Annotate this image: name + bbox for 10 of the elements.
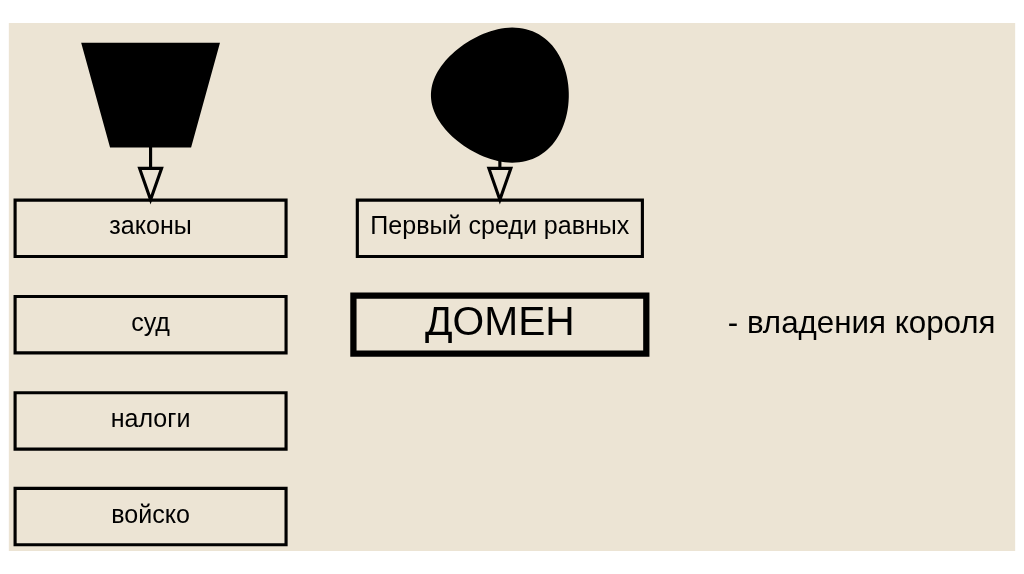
node-box: войско: [13, 486, 288, 547]
node-box: суд: [13, 294, 288, 355]
node-box: налоги: [13, 391, 288, 451]
node-box: законы: [13, 198, 288, 259]
node-box: Первый среди равных: [355, 198, 644, 259]
picture: [81, 42, 220, 148]
picture: [430, 27, 569, 163]
arrow: [137, 146, 164, 205]
node-label: - владения короля: [727, 304, 996, 340]
node-box: ДОМЕН: [350, 292, 650, 357]
